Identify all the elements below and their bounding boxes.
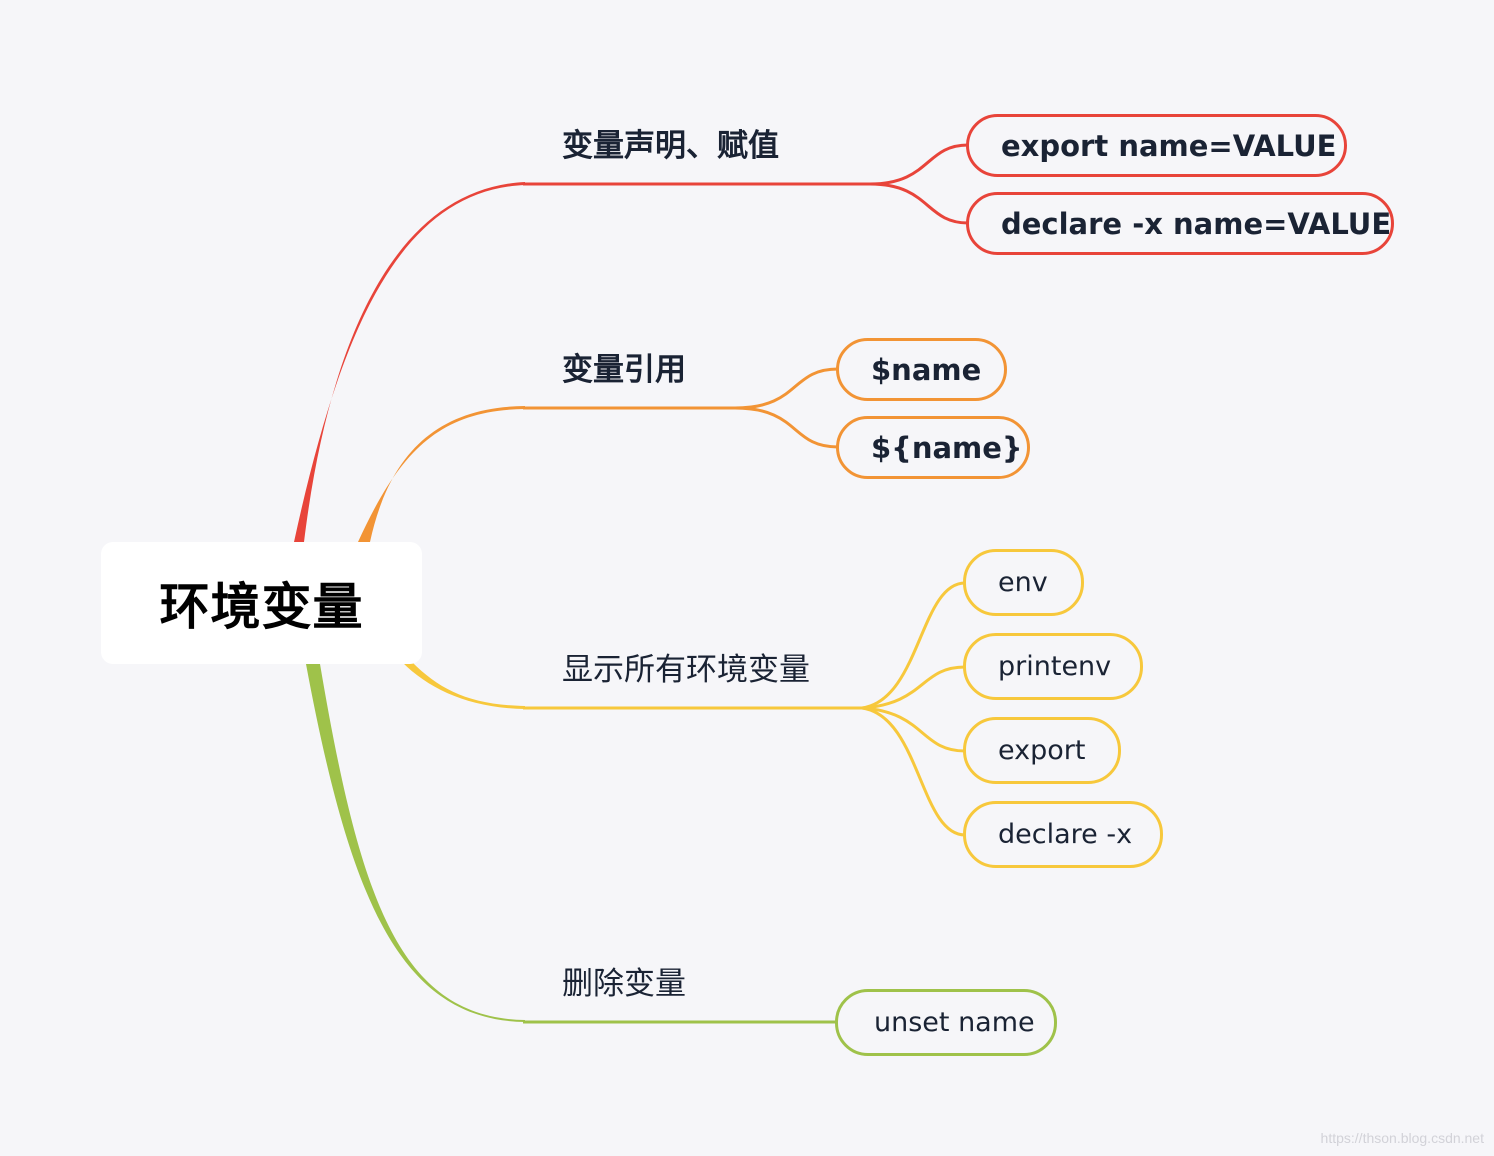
leaf-printenv[interactable]: printenv: [963, 633, 1143, 700]
leaf-dollar-brace-name[interactable]: ${name}: [836, 416, 1030, 479]
root-node-label: 环境变量: [159, 578, 364, 636]
connector-branch-3-leaf-1: [861, 581, 966, 710]
connector-branch-2-leaf-2: [734, 406, 839, 449]
connector-branch-2-leaf-1: [734, 367, 839, 410]
leaf-dollar-name[interactable]: $name: [836, 338, 1007, 401]
branch-label-reference[interactable]: 变量引用: [562, 352, 686, 388]
leaf-label: export name=VALUE: [1001, 128, 1337, 163]
connector-root-branch-4: [306, 664, 525, 1022]
connector-root-branch-1: [294, 182, 525, 542]
leaf-label: declare -x name=VALUE: [1001, 206, 1392, 241]
leaf-label: export: [998, 735, 1086, 766]
branch-label-declare-assign[interactable]: 变量声明、赋值: [562, 128, 779, 164]
leaf-declare-x-name-value[interactable]: declare -x name=VALUE: [966, 192, 1394, 255]
connector-branch-1-leaf-1: [869, 143, 969, 186]
connector-branch-3-leaf-3: [861, 706, 966, 753]
leaf-label: declare -x: [998, 819, 1133, 850]
leaf-label: $name: [871, 352, 982, 387]
connector-root-branch-3: [402, 662, 525, 709]
branch-label-delete[interactable]: 删除变量: [562, 966, 686, 1002]
connector-branch-3-leaf-4: [861, 706, 966, 837]
connector-branch-3-leaf-2: [861, 665, 966, 710]
leaf-unset-name[interactable]: unset name: [835, 989, 1057, 1056]
leaf-label: printenv: [998, 651, 1112, 682]
leaf-export[interactable]: export: [963, 717, 1121, 784]
connector-branch-1-leaf-2: [869, 182, 969, 225]
leaf-env[interactable]: env: [963, 549, 1084, 616]
leaf-declare-x[interactable]: declare -x: [963, 801, 1163, 868]
leaf-label: ${name}: [871, 430, 1023, 465]
leaf-export-name-value[interactable]: export name=VALUE: [966, 114, 1347, 177]
branch-label-show-all[interactable]: 显示所有环境变量: [562, 652, 810, 688]
leaf-label: env: [998, 567, 1048, 598]
connector-root-branch-2: [358, 406, 525, 542]
leaf-label: unset name: [874, 1007, 1035, 1038]
watermark: https://thson.blog.csdn.net: [1320, 1130, 1484, 1146]
root-node[interactable]: 环境变量: [101, 542, 422, 664]
